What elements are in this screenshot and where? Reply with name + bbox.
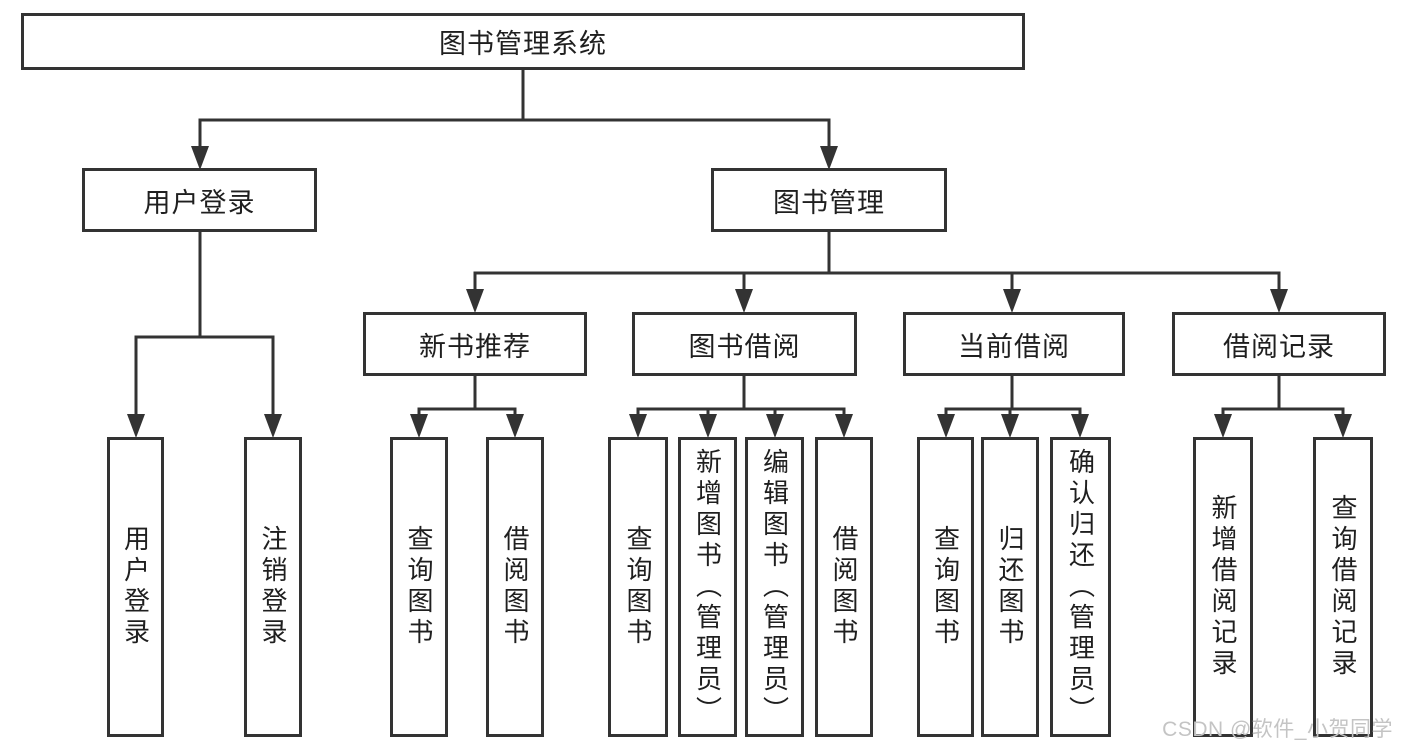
connector-current-borrow-children <box>937 374 1089 438</box>
leaf-add-book-admin: 新增图书（管理员） <box>678 437 737 737</box>
arrowhead-icon <box>820 146 838 170</box>
node-label: 编辑图书（管理员） <box>759 447 790 727</box>
connector-line <box>134 230 275 418</box>
arrowhead-icon <box>735 289 753 313</box>
leaf-query-books-current: 查询图书 <box>917 437 974 737</box>
connector-line <box>417 374 517 418</box>
node-book-management: 图书管理 <box>711 168 947 232</box>
node-label: 图书管理系统 <box>439 29 607 59</box>
node-label: 查询图书 <box>623 525 653 649</box>
arrowhead-icon <box>127 414 145 438</box>
node-book-borrow: 图书借阅 <box>632 312 857 376</box>
node-label: 查询图书 <box>930 525 961 649</box>
node-label: 新增借阅记录 <box>1208 494 1238 680</box>
leaf-logout: 注销登录 <box>244 437 302 737</box>
node-current-borrow: 当前借阅 <box>903 312 1125 376</box>
node-book-management-system: 图书管理系统 <box>21 13 1025 70</box>
arrowhead-icon <box>766 414 784 438</box>
connector-borrow-records-children <box>1214 374 1352 438</box>
leaf-user-login: 用户登录 <box>107 437 164 737</box>
arrowhead-icon <box>1270 289 1288 313</box>
arrowhead-icon <box>1003 289 1021 313</box>
connector-book-borrow-children <box>629 374 853 438</box>
connector-user-login-children <box>127 230 282 438</box>
connector-root-to-level2 <box>191 68 838 170</box>
node-label: 注销登录 <box>258 525 288 649</box>
arrowhead-icon <box>466 289 484 313</box>
node-new-book-recommend: 新书推荐 <box>363 312 587 376</box>
node-label: 确认归还（管理员） <box>1065 447 1096 727</box>
connector-line <box>636 374 846 418</box>
leaf-add-borrow-record: 新增借阅记录 <box>1193 437 1253 737</box>
arrowhead-icon <box>1071 414 1089 438</box>
node-label: 归还图书 <box>995 525 1025 649</box>
arrowhead-icon <box>835 414 853 438</box>
node-label: 当前借阅 <box>958 331 1070 362</box>
connector-new-book-recommend-children <box>410 374 524 438</box>
node-label: 借阅记录 <box>1223 331 1335 362</box>
node-label: 新书推荐 <box>419 331 531 362</box>
node-label: 图书管理 <box>773 187 885 218</box>
connector-line <box>1221 374 1345 418</box>
node-label: 新增图书（管理员） <box>692 447 723 727</box>
node-label: 借阅图书 <box>829 525 859 649</box>
arrowhead-icon <box>937 414 955 438</box>
leaf-borrow-books: 借阅图书 <box>815 437 873 737</box>
arrowhead-icon <box>1001 414 1019 438</box>
arrowhead-icon <box>506 414 524 438</box>
node-label: 查询借阅记录 <box>1328 494 1358 680</box>
leaf-query-books-borrow: 查询图书 <box>608 437 668 737</box>
leaf-return-book: 归还图书 <box>981 437 1039 737</box>
watermark: CSDN @软件_小贺同学 <box>1162 718 1393 741</box>
arrowhead-icon <box>410 414 428 438</box>
node-label: 用户登录 <box>143 187 256 218</box>
connector-line <box>944 374 1082 418</box>
arrowhead-icon <box>629 414 647 438</box>
connector-line <box>473 230 1281 293</box>
node-label: 图书借阅 <box>688 331 801 362</box>
leaf-borrow-books-recommend: 借阅图书 <box>486 437 544 737</box>
leaf-edit-book-admin: 编辑图书（管理员） <box>745 437 804 737</box>
arrowhead-icon <box>1334 414 1352 438</box>
arrowhead-icon <box>191 146 209 170</box>
arrowhead-icon <box>699 414 717 438</box>
arrowhead-icon <box>1214 414 1232 438</box>
node-borrow-records: 借阅记录 <box>1172 312 1386 376</box>
connector-line <box>198 68 831 148</box>
leaf-query-borrow-record: 查询借阅记录 <box>1313 437 1373 737</box>
arrowhead-icon <box>264 414 282 438</box>
leaf-confirm-return-admin: 确认归还（管理员） <box>1050 437 1111 737</box>
node-label: 用户登录 <box>120 525 151 649</box>
connector-book-management-children <box>466 230 1288 313</box>
leaf-query-books-recommend: 查询图书 <box>390 437 448 737</box>
node-label: 借阅图书 <box>500 525 530 649</box>
node-user-login: 用户登录 <box>82 168 317 232</box>
node-label: 查询图书 <box>404 525 434 649</box>
